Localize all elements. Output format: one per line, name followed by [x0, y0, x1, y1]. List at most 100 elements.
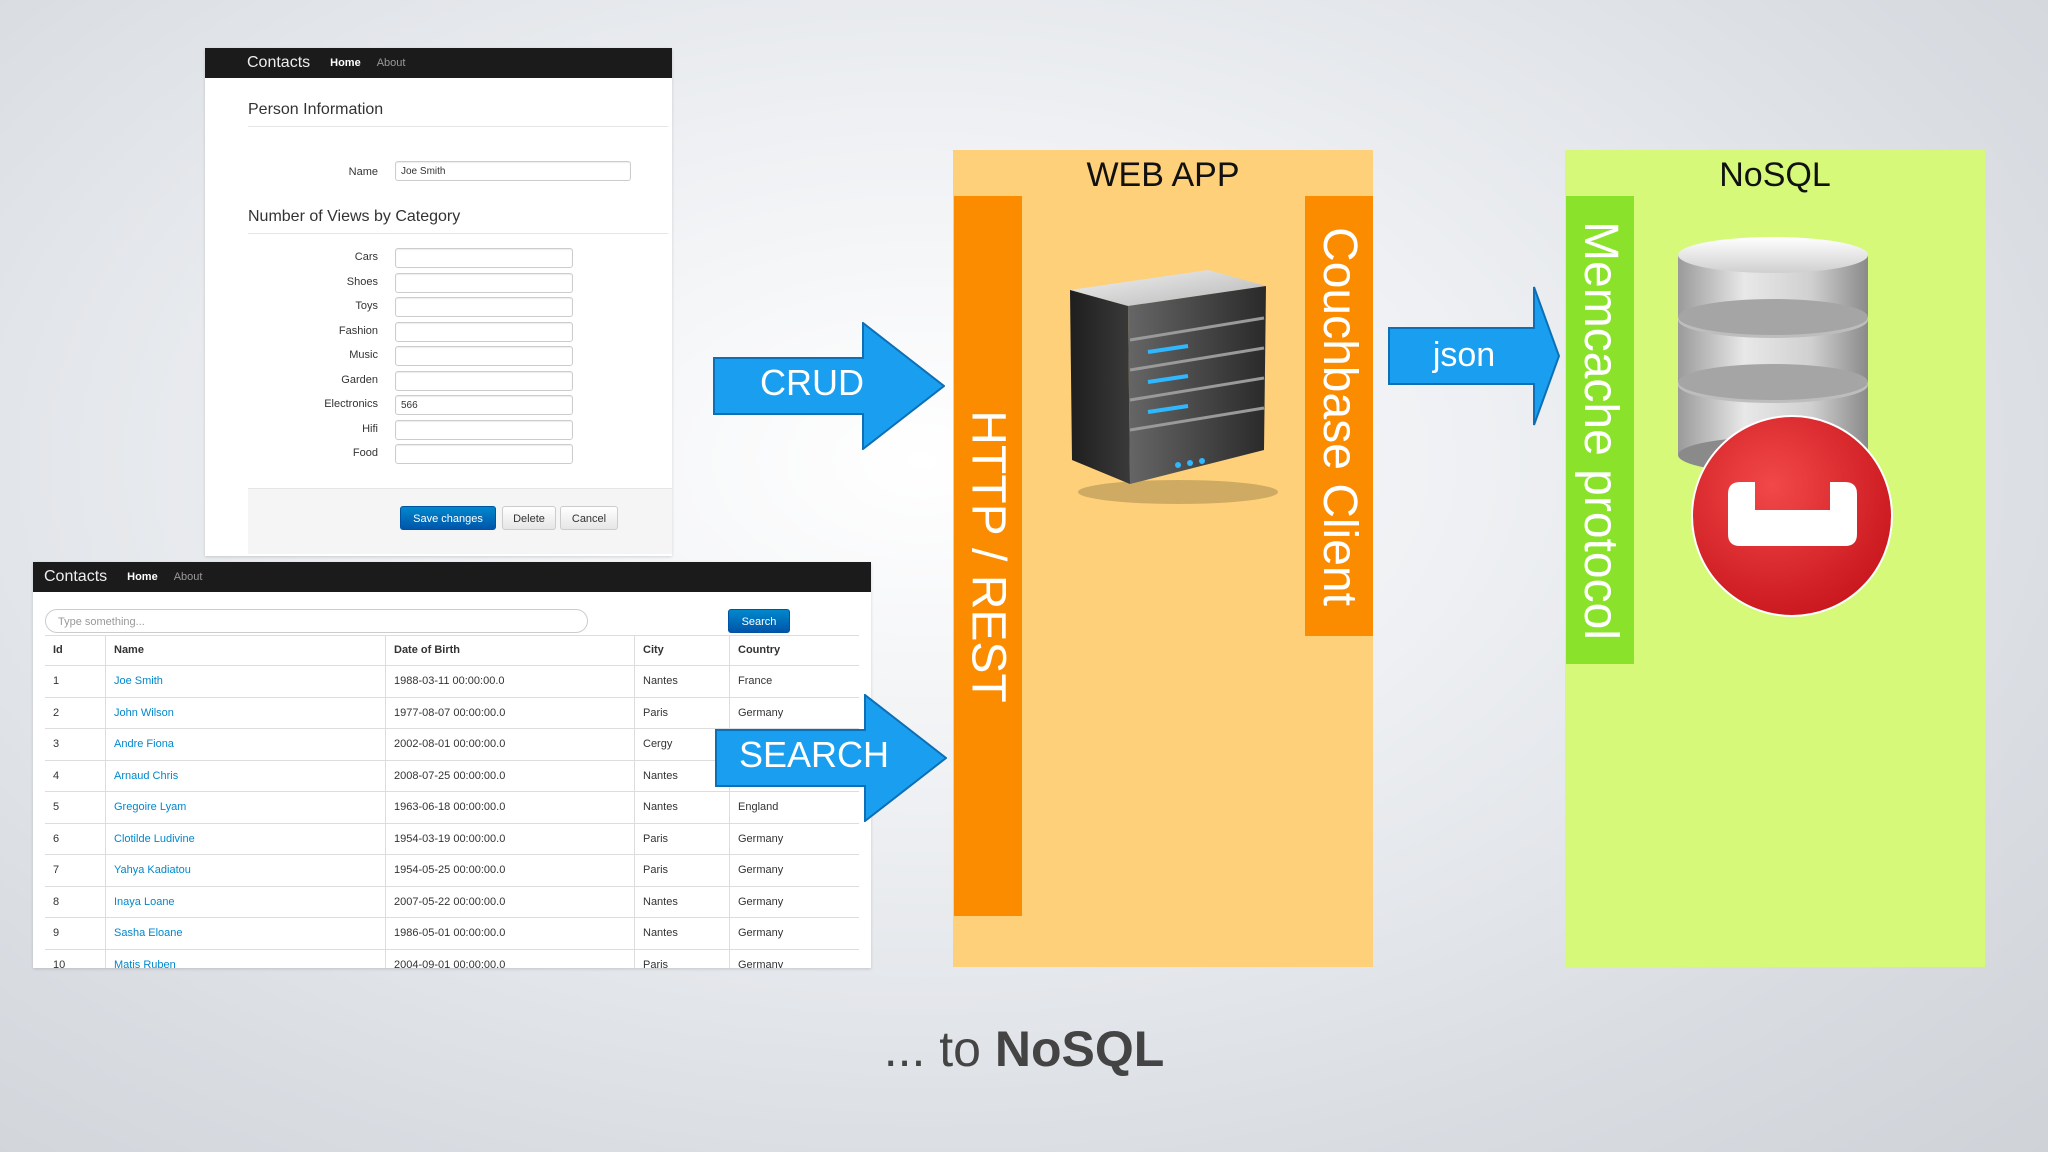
save-changes-button[interactable]: Save changes [400, 506, 496, 530]
search-arrow [715, 694, 947, 822]
form-screenshot: Contacts Home About Person Information N… [205, 48, 672, 556]
cell-name[interactable]: Joe Smith [114, 675, 163, 687]
category-input[interactable]: 566 [395, 395, 573, 415]
cell-name[interactable]: Andre Fiona [114, 738, 174, 750]
cell-name[interactable]: Clotilde Ludivine [114, 832, 195, 845]
column-header-name[interactable]: Name [114, 644, 144, 656]
cell-country: Germany [738, 927, 784, 939]
json-label: json [1432, 336, 1496, 374]
person-information-legend: Person Information [248, 101, 668, 127]
cell-id: 4 [53, 769, 60, 782]
table-row-divider [45, 728, 859, 729]
cell-dob: 2002-08-01 00:00:00.0 [394, 738, 506, 750]
table-row-divider [45, 696, 859, 698]
category-input[interactable] [395, 444, 573, 464]
cancel-button[interactable]: Cancel [560, 506, 618, 530]
cell-id: 9 [53, 927, 60, 939]
category-label: Fashion [338, 324, 378, 337]
table-navbar: Contacts Home About [33, 562, 871, 592]
http-rest-bar: HTTP / REST [954, 196, 1022, 916]
search-label: SEARCH [738, 734, 890, 775]
category-input[interactable] [395, 370, 573, 391]
search-button[interactable]: Search [728, 609, 790, 633]
json-arrow [1388, 286, 1560, 426]
web-app-panel: WEB APP HTTP / REST Couchbase Client [953, 150, 1373, 967]
cell-id: 5 [53, 801, 60, 813]
nav-about[interactable]: About [376, 57, 406, 69]
table-row-divider [45, 759, 859, 761]
category-input[interactable] [395, 297, 573, 317]
couchbase-client-bar: Couchbase Client [1305, 196, 1373, 636]
cell-name[interactable]: John Wilson [114, 706, 174, 719]
category-input[interactable] [395, 321, 573, 342]
column-header-country[interactable]: Country [738, 644, 781, 656]
name-input[interactable]: Joe Smith [395, 161, 631, 181]
category-label: Toys [355, 300, 378, 312]
category-label: Music [349, 349, 378, 361]
cell-city: Paris [643, 706, 669, 719]
table-row-divider [45, 665, 859, 666]
memcache-protocol-label: Memcache protocol [1573, 220, 1627, 640]
category-input[interactable] [395, 419, 573, 440]
cell-name[interactable]: Inaya Loane [114, 895, 175, 908]
cell-name[interactable]: Gregoire Lyam [114, 801, 187, 813]
nav-about[interactable]: About [173, 571, 203, 583]
cell-id: 8 [53, 895, 60, 908]
nav-home[interactable]: Home [127, 571, 158, 583]
cell-id: 7 [53, 864, 60, 876]
cell-country: Germany [738, 895, 784, 908]
category-input[interactable] [395, 346, 573, 366]
cell-name[interactable]: Sasha Eloane [114, 927, 183, 939]
cell-id: 10 [53, 958, 66, 969]
server-icon [1070, 270, 1278, 504]
cell-city: Nantes [643, 895, 678, 908]
cell-id: 6 [53, 832, 60, 845]
table-column-divider [634, 635, 635, 968]
navbar-brand[interactable]: Contacts [44, 568, 108, 585]
cell-country: England [738, 801, 779, 813]
cell-id: 1 [53, 675, 60, 687]
column-header-id[interactable]: Id [53, 644, 63, 656]
cell-city: Cergy [643, 738, 673, 750]
form-navbar: Contacts Home About [205, 48, 672, 78]
cell-city: Nantes [643, 927, 678, 939]
table-row-divider [45, 948, 859, 950]
category-label: Hifi [362, 422, 378, 435]
category-label: Electronics [324, 398, 378, 410]
cell-dob: 1977-08-07 00:00:00.0 [394, 706, 506, 719]
category-input[interactable] [395, 248, 573, 268]
table-row-divider [45, 791, 859, 792]
cell-city: Paris [643, 864, 669, 876]
nosql-panel: NoSQL Memcache protocol [1565, 150, 1985, 967]
cell-name[interactable]: Matis Ruben [114, 958, 176, 969]
column-header-dob[interactable]: Date of Birth [394, 644, 460, 656]
cell-dob: 2004-09-01 00:00:00.0 [394, 958, 506, 969]
cell-name[interactable]: Arnaud Chris [114, 769, 179, 782]
cell-country: Germany [738, 958, 784, 969]
table-row-divider [45, 854, 859, 855]
column-header-city[interactable]: City [643, 644, 664, 656]
cell-dob: 2007-05-22 00:00:00.0 [394, 895, 506, 908]
slide-caption: ... to NoSQL [0, 1020, 2048, 1078]
cell-dob: 1963-06-18 00:00:00.0 [394, 801, 506, 813]
cell-city: Nantes [643, 801, 678, 813]
nav-home[interactable]: Home [330, 57, 361, 69]
search-input[interactable]: Type something... [45, 609, 588, 633]
cell-name[interactable]: Yahya Kadiatou [114, 864, 191, 876]
delete-button[interactable]: Delete [502, 506, 556, 530]
table-column-divider [105, 635, 106, 968]
cell-country: Germany [738, 706, 784, 719]
category-label: Garden [341, 373, 378, 386]
navbar-brand[interactable]: Contacts [247, 54, 311, 71]
cell-city: Paris [643, 832, 669, 845]
crud-label: CRUD [760, 362, 864, 403]
http-rest-label: HTTP / REST [961, 409, 1015, 703]
crud-arrow [713, 322, 945, 450]
caption-prefix: ... to [883, 1021, 995, 1077]
cell-id: 2 [53, 706, 60, 719]
caption-bold: NoSQL [994, 1021, 1165, 1077]
name-label: Name [348, 166, 378, 178]
memcache-protocol-bar: Memcache protocol [1566, 196, 1634, 664]
category-input[interactable] [395, 272, 573, 293]
views-by-category-legend: Number of Views by Category [248, 208, 668, 234]
